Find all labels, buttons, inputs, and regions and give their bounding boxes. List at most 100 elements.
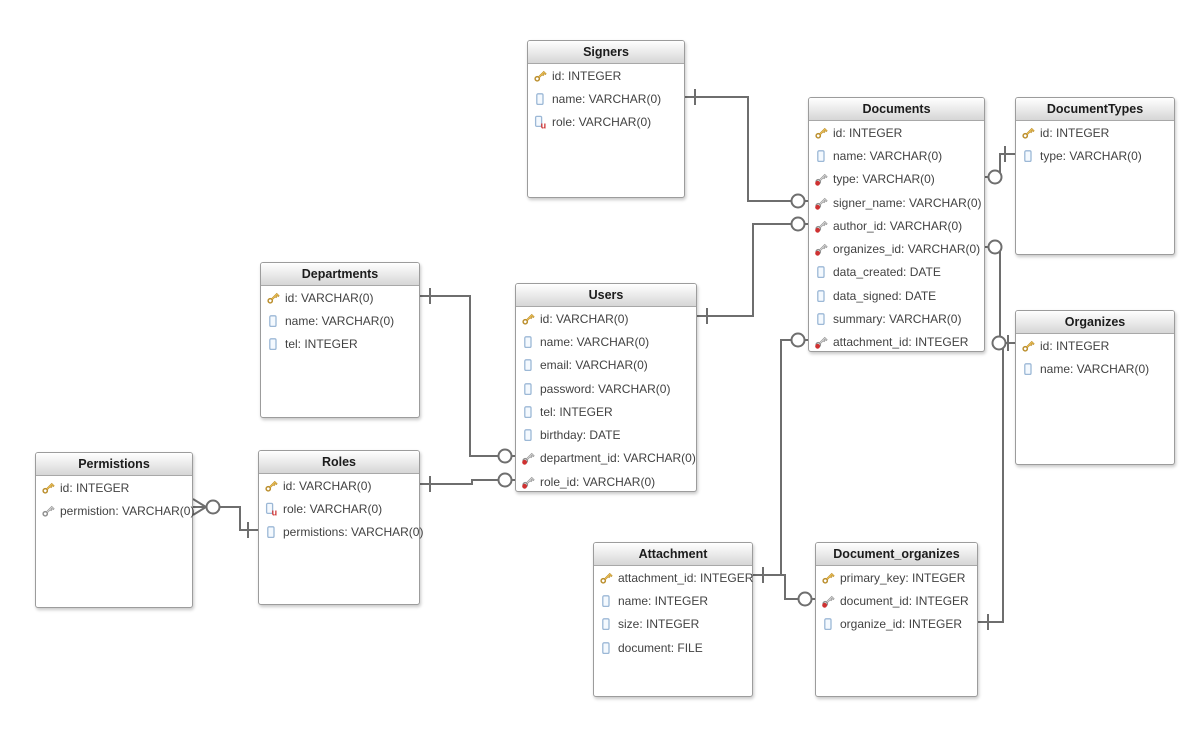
field-documents-0[interactable]: id: INTEGER <box>809 121 984 144</box>
connector-signers-documents[interactable] <box>685 96 808 202</box>
connector-roles-users[interactable] <box>420 479 515 485</box>
field-label: name: VARCHAR(0) <box>285 313 395 328</box>
field-attachment-2[interactable]: size: INTEGER <box>594 613 752 636</box>
field-signers-0[interactable]: id: INTEGER <box>528 64 684 87</box>
field-label: name: INTEGER <box>618 593 709 608</box>
table-users[interactable]: Users id: VARCHAR(0) name: VARCHAR(0)email… <box>515 283 697 492</box>
field-users-6[interactable]: department_id: VARCHAR(0) <box>516 447 696 470</box>
field-permistions-0[interactable]: id: INTEGER <box>36 476 192 499</box>
table-title: Attachment <box>638 547 708 561</box>
field-label: id: INTEGER <box>833 125 903 140</box>
field-users-2[interactable]: email: VARCHAR(0) <box>516 354 696 377</box>
column-icon <box>267 526 275 539</box>
foreign-key-icon <box>522 476 535 489</box>
field-users-1[interactable]: name: VARCHAR(0) <box>516 330 696 353</box>
field-documenttypes-0[interactable]: id: INTEGER <box>1016 121 1174 144</box>
connector-users-documents[interactable] <box>697 223 808 317</box>
field-document_organizes-0[interactable]: primary_key: INTEGER <box>816 566 977 589</box>
foreign-key-icon <box>815 220 828 233</box>
table-header: Signers <box>528 41 684 64</box>
field-label: id: VARCHAR(0) <box>540 311 629 326</box>
field-documenttypes-1[interactable]: type: VARCHAR(0) <box>1016 144 1174 167</box>
gray-key-icon <box>42 505 55 517</box>
field-documents-5[interactable]: organizes_id: VARCHAR(0) <box>809 237 984 260</box>
field-attachment-1[interactable]: name: INTEGER <box>594 589 752 612</box>
field-users-3[interactable]: password: VARCHAR(0) <box>516 377 696 400</box>
field-label: department_id: VARCHAR(0) <box>540 451 696 466</box>
field-departments-0[interactable]: id: VARCHAR(0) <box>261 286 419 309</box>
foreign-key-icon <box>815 243 828 256</box>
table-header: Organizes <box>1016 311 1174 334</box>
table-header: Documents <box>809 98 984 121</box>
connector-departments-users[interactable] <box>420 295 515 457</box>
primary-key-icon <box>600 572 613 584</box>
connector-document_organizes-organizes[interactable] <box>978 343 1004 623</box>
field-document_organizes-1[interactable]: document_id: INTEGER <box>816 589 977 612</box>
cardinality-manyCircle-marker <box>192 498 221 516</box>
table-header: Attachment <box>594 543 752 566</box>
field-documents-7[interactable]: data_signed: DATE <box>809 284 984 307</box>
field-users-4[interactable]: tel: INTEGER <box>516 400 696 423</box>
table-title: Signers <box>583 45 629 59</box>
field-label: size: INTEGER <box>618 617 700 632</box>
field-label: birthday: DATE <box>540 428 621 443</box>
column-icon <box>602 641 610 654</box>
primary-key-icon <box>815 127 828 139</box>
field-label: name: VARCHAR(0) <box>552 91 662 106</box>
field-users-0[interactable]: id: VARCHAR(0) <box>516 307 696 330</box>
table-attachment[interactable]: Attachment attachment_id: INTEGER name: IN… <box>593 542 753 697</box>
field-label: id: VARCHAR(0) <box>283 478 372 493</box>
field-documents-6[interactable]: data_created: DATE <box>809 261 984 284</box>
field-users-7[interactable]: role_id: VARCHAR(0) <box>516 470 696 493</box>
column-icon <box>524 405 532 418</box>
field-departments-1[interactable]: name: VARCHAR(0) <box>261 309 419 332</box>
cardinality-circle-marker <box>790 332 806 348</box>
field-documents-3[interactable]: signer_name: VARCHAR(0) <box>809 191 984 214</box>
field-signers-1[interactable]: name: VARCHAR(0) <box>528 87 684 110</box>
field-permistions-1[interactable]: permistion: VARCHAR(0) <box>36 499 195 522</box>
field-roles-2[interactable]: permistions: VARCHAR(0) <box>259 521 423 544</box>
field-documents-4[interactable]: author_id: VARCHAR(0) <box>809 214 984 237</box>
column-icon <box>524 382 532 395</box>
table-title: DocumentTypes <box>1046 102 1144 116</box>
field-documents-8[interactable]: summary: VARCHAR(0) <box>809 307 984 330</box>
table-header: Departments <box>261 263 419 286</box>
foreign-key-icon <box>815 337 828 350</box>
column-icon <box>817 266 825 279</box>
field-document_organizes-2[interactable]: organize_id: INTEGER <box>816 613 977 636</box>
field-organizes-1[interactable]: name: VARCHAR(0) <box>1016 357 1174 380</box>
table-header: Document_organizes <box>816 543 977 566</box>
column-icon <box>536 93 544 105</box>
field-users-5[interactable]: birthday: DATE <box>516 423 696 446</box>
field-attachment-3[interactable]: document: FILE <box>594 636 752 659</box>
connector-documents-organizes[interactable] <box>985 246 1015 344</box>
primary-key-icon <box>267 292 280 304</box>
field-departments-2[interactable]: tel: INTEGER <box>261 333 419 356</box>
field-attachment-0[interactable]: attachment_id: INTEGER <box>594 566 753 589</box>
field-roles-0[interactable]: id: VARCHAR(0) <box>259 474 419 497</box>
column-icon <box>817 150 825 162</box>
field-documents-2[interactable]: type: VARCHAR(0) <box>809 168 984 191</box>
table-documents[interactable]: Documents id: INTEGER name: VARCHAR(0) type… <box>808 97 985 352</box>
foreign-key-icon <box>822 595 835 608</box>
field-label: permistion: VARCHAR(0) <box>60 503 195 518</box>
field-label: name: VARCHAR(0) <box>833 148 943 163</box>
field-organizes-0[interactable]: id: INTEGER <box>1016 334 1174 357</box>
field-documents-9[interactable]: attachment_id: INTEGER <box>809 331 984 354</box>
svg-text:u: u <box>541 121 547 130</box>
field-documents-1[interactable]: name: VARCHAR(0) <box>809 144 984 167</box>
connector-documents-attachment[interactable] <box>753 339 808 576</box>
field-label: document: FILE <box>618 640 703 655</box>
table-title: Users <box>588 288 624 302</box>
cardinality-circle-marker <box>790 216 806 232</box>
